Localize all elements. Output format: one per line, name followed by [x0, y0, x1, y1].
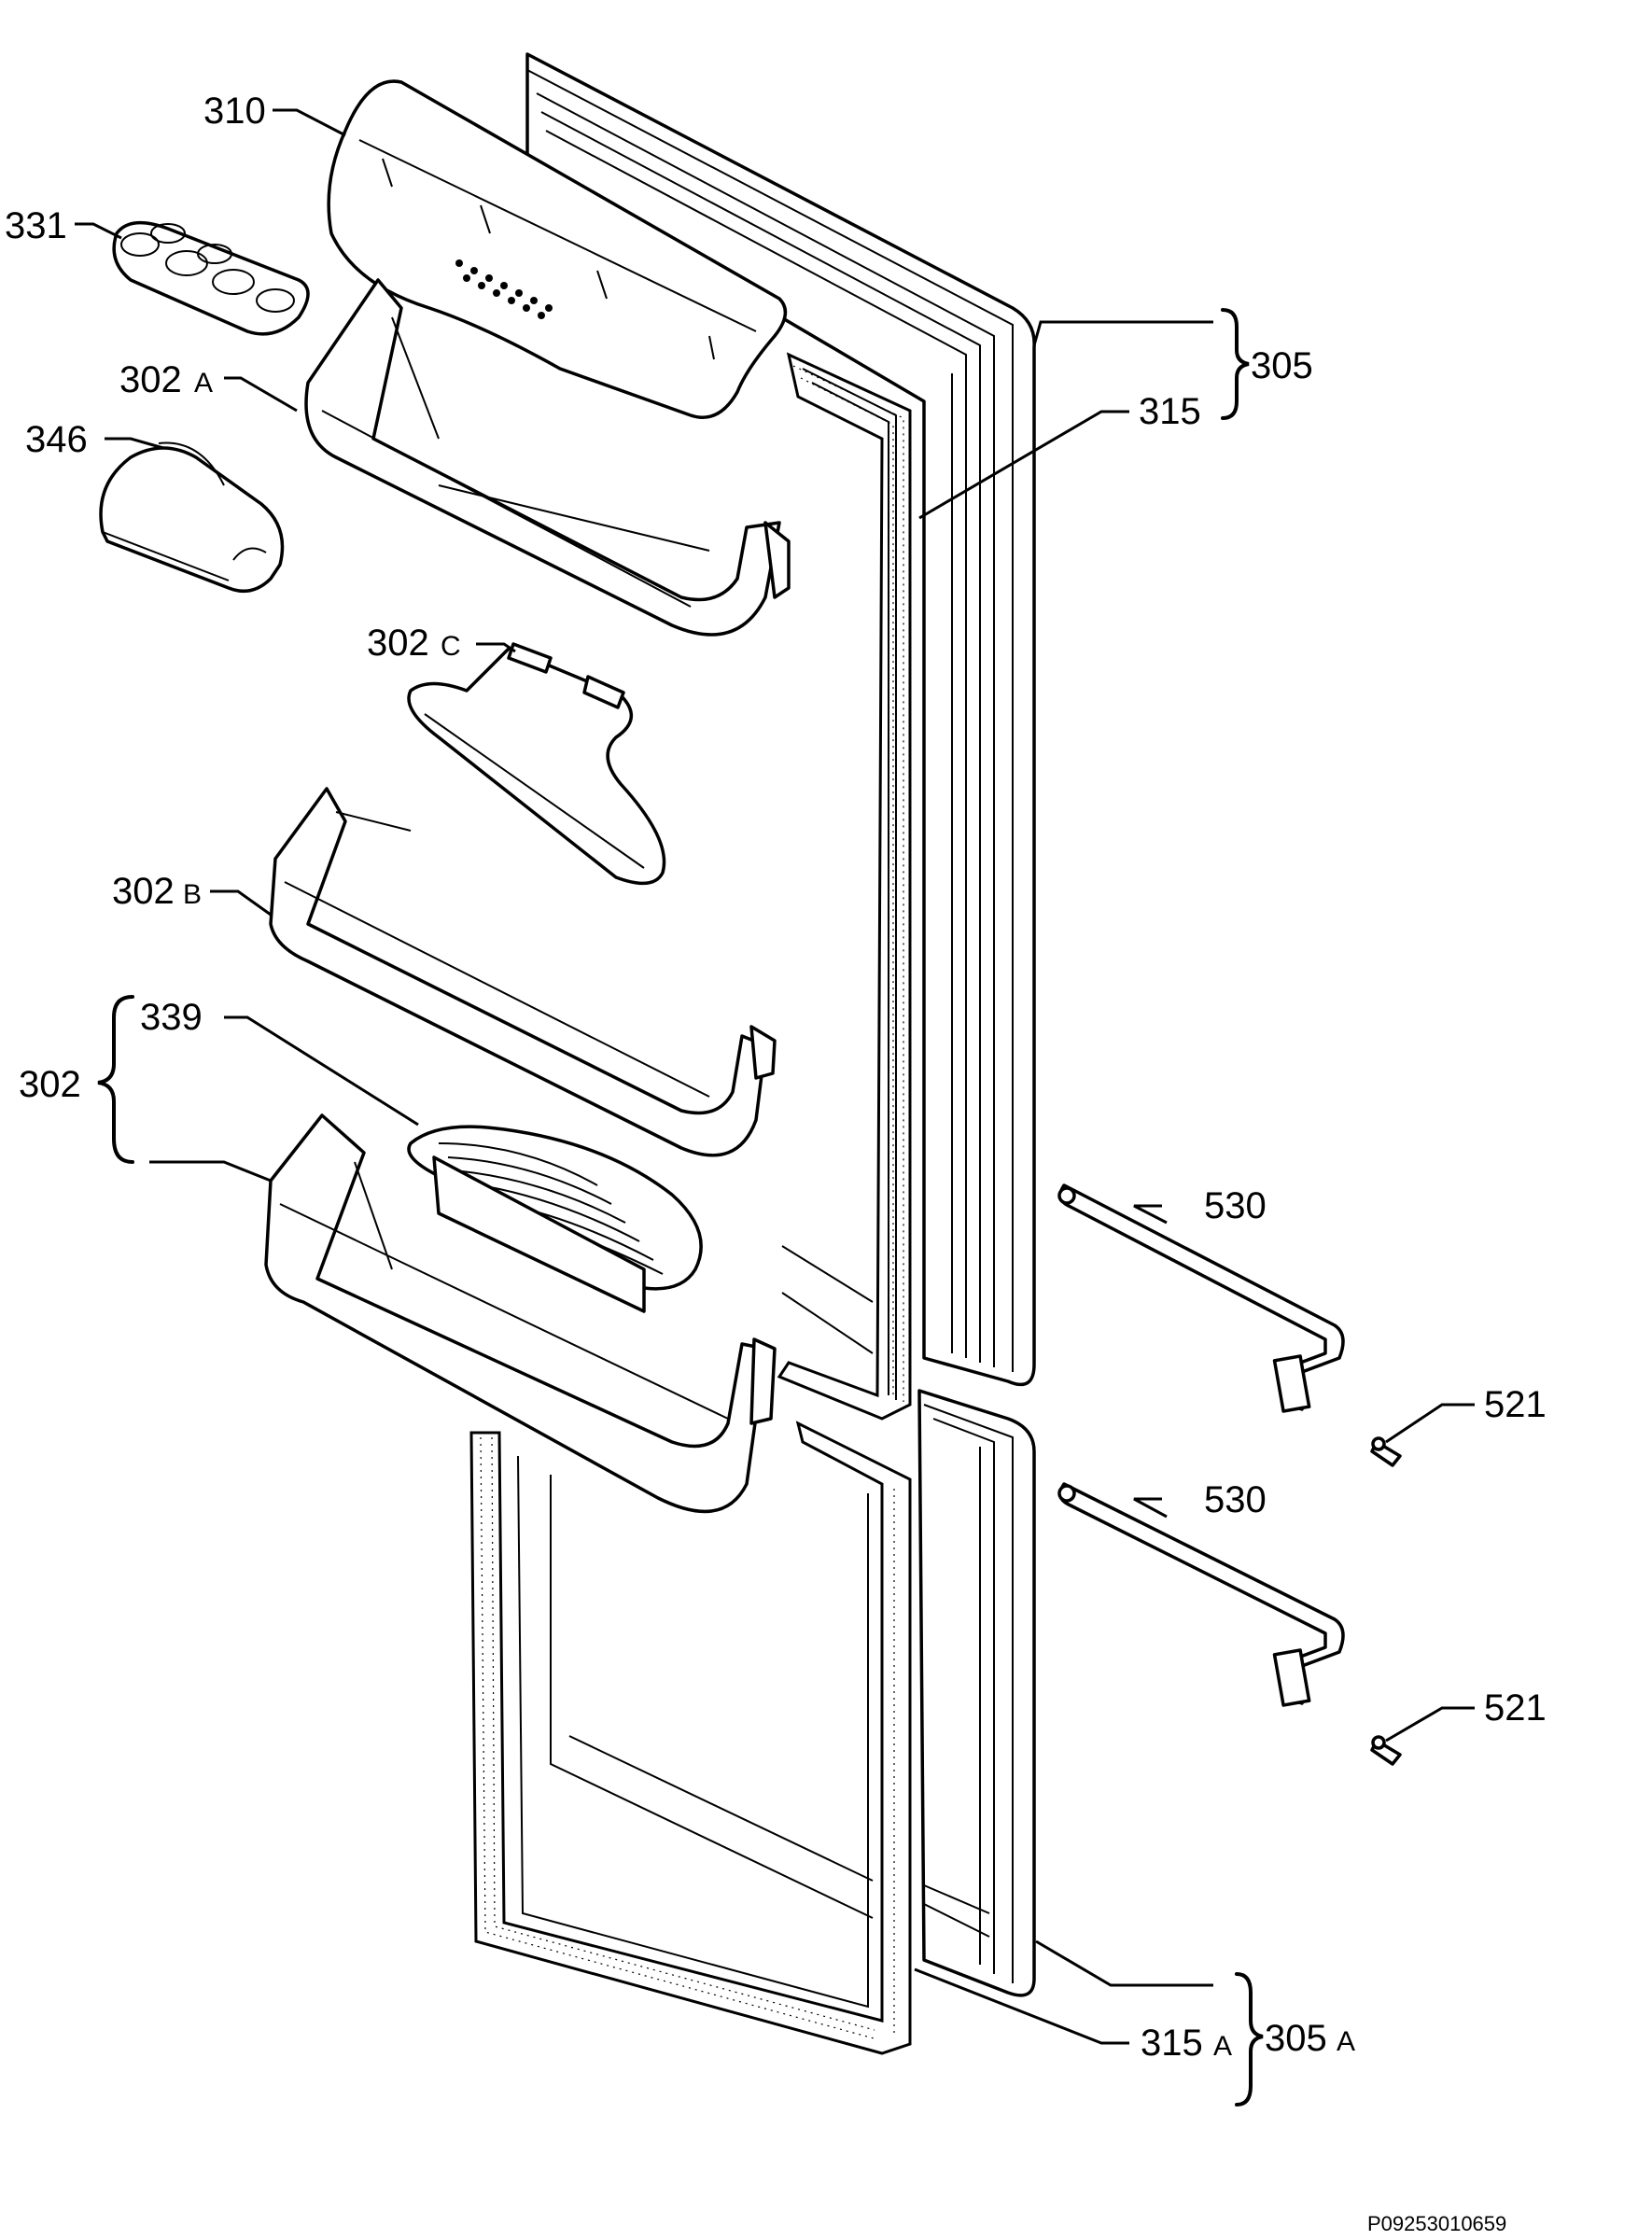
label-521-upper: 521	[1484, 1384, 1547, 1425]
label-331: 331	[5, 205, 67, 246]
label-302b-suffix: B	[183, 879, 202, 910]
label-315: 315	[1139, 391, 1201, 432]
label-315a: 315	[1141, 2023, 1203, 2064]
upper-door-305	[525, 52, 1036, 1387]
dairy-cover-310	[327, 79, 788, 419]
label-305a: 305	[1265, 2018, 1327, 2059]
hinge-530-upper	[1057, 1183, 1345, 1413]
label-305: 305	[1251, 345, 1313, 386]
door-shelf-302a	[304, 278, 791, 637]
bottle-rack-339	[407, 1125, 703, 1313]
label-302a-suffix: A	[194, 368, 213, 399]
label-302c-suffix: C	[441, 631, 461, 662]
label-302c: 302	[367, 623, 429, 664]
leader-lines	[75, 108, 1475, 2045]
screw-521-upper	[1370, 1436, 1402, 1467]
brace-305a	[1235, 1972, 1264, 2107]
cover-vent-holes	[455, 259, 553, 319]
label-302a: 302	[119, 359, 182, 400]
brace-302	[97, 995, 134, 1164]
label-302b: 302	[112, 871, 175, 912]
label-302: 302	[19, 1064, 81, 1105]
door-shelf-302	[264, 1113, 777, 1514]
screw-521-lower	[1370, 1735, 1402, 1766]
hinge-530-lower	[1057, 1482, 1345, 1707]
label-530-upper: 530	[1204, 1185, 1267, 1226]
egg-tray-331	[112, 220, 310, 336]
brace-305	[1221, 308, 1250, 420]
door-shelf-302b	[269, 787, 777, 1157]
label-521-lower: 521	[1484, 1687, 1547, 1729]
upper-gasket-315	[777, 352, 912, 1421]
lower-gasket-315a	[469, 1421, 912, 2055]
label-346: 346	[25, 419, 88, 460]
label-339: 339	[140, 997, 203, 1038]
label-315a-suffix: A	[1213, 2031, 1232, 2062]
door-shelf-302c	[407, 642, 666, 886]
document-code: P09253010659	[1367, 2212, 1506, 2235]
label-530-lower: 530	[1204, 1479, 1267, 1520]
label-310: 310	[203, 91, 266, 132]
butter-dish-346	[99, 441, 285, 594]
lower-door-305a	[917, 1389, 1036, 1997]
label-305a-suffix: A	[1337, 2026, 1355, 2057]
